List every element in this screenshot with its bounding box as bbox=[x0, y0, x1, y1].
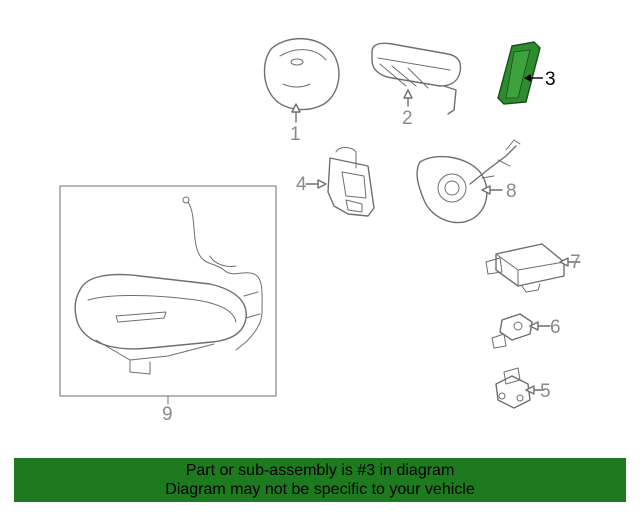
part-9-seat-cushion-frame[interactable] bbox=[59, 185, 277, 405]
callout-2: 2 bbox=[402, 108, 413, 129]
callout-6: 6 bbox=[550, 317, 561, 338]
callout-3: 3 bbox=[545, 69, 556, 90]
part-7-sensing-module[interactable] bbox=[485, 243, 581, 293]
part-4-side-airbag-module[interactable] bbox=[305, 147, 375, 217]
callout-9: 9 bbox=[162, 404, 173, 425]
info-banner: Part or sub-assembly is #3 in diagram Di… bbox=[14, 458, 626, 502]
part-5-front-sensor[interactable] bbox=[495, 367, 545, 409]
banner-line-2: Diagram may not be specific to your vehi… bbox=[165, 481, 475, 498]
callout-8: 8 bbox=[506, 181, 517, 202]
part-1-driver-airbag[interactable] bbox=[263, 37, 340, 123]
callout-5: 5 bbox=[540, 381, 551, 402]
callout-1: 1 bbox=[290, 124, 301, 145]
parts-diagram: 1 2 3 4 8 bbox=[59, 37, 581, 425]
part-8-clock-spring[interactable] bbox=[416, 139, 521, 224]
part-2-passenger-airbag[interactable] bbox=[371, 42, 462, 115]
callout-7: 7 bbox=[570, 252, 581, 273]
part-6-impact-sensor[interactable] bbox=[491, 313, 551, 349]
part-3-knee-airbag[interactable] bbox=[497, 41, 543, 105]
callout-4: 4 bbox=[296, 174, 307, 195]
banner-line-1: Part or sub-assembly is #3 in diagram bbox=[185, 462, 455, 479]
